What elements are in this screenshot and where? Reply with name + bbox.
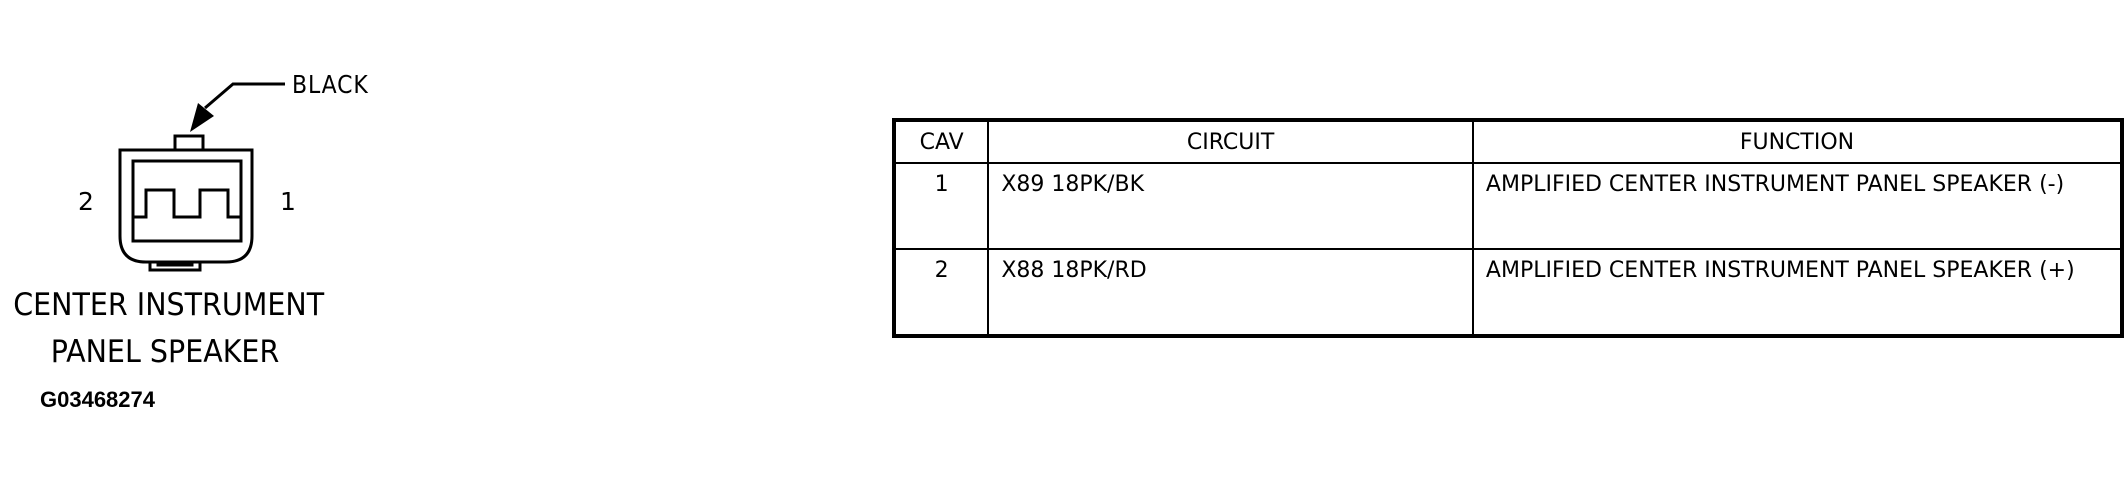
table-row: 2 X88 18PK/RD AMPLIFIED CENTER INSTRUMEN… — [892, 248, 2124, 337]
terminal-profile — [133, 188, 241, 219]
latch-tab — [173, 134, 205, 152]
cell-function: AMPLIFIED CENTER INSTRUMENT PANEL SPEAKE… — [1471, 162, 2124, 250]
header-function: FUNCTION — [1471, 119, 2124, 164]
connector-name: CENTER INSTRUMENT PANEL SPEAKER — [13, 282, 325, 376]
cell-cav: 1 — [892, 162, 990, 250]
pin-label-1: 1 — [280, 187, 296, 216]
connector-housing — [118, 148, 254, 264]
cell-function: AMPLIFIED CENTER INSTRUMENT PANEL SPEAKE… — [1471, 248, 2124, 337]
header-circuit: CIRCUIT — [987, 119, 1474, 164]
cell-cav: 2 — [892, 248, 990, 337]
connector-color-label: BLACK — [292, 70, 369, 99]
table-row: 1 X89 18PK/BK AMPLIFIED CENTER INSTRUMEN… — [892, 162, 2124, 250]
header-cav: CAV — [892, 119, 990, 164]
leader-line — [204, 82, 285, 110]
connector-inner-body — [131, 159, 243, 243]
cell-circuit: X88 18PK/RD — [987, 248, 1474, 337]
pinout-table: CAV CIRCUIT FUNCTION 1 X89 18PK/BK AMPLI… — [892, 118, 2124, 338]
bottom-clip — [148, 262, 202, 272]
table-header-row: CAV CIRCUIT FUNCTION — [892, 119, 2124, 164]
leader-arrowhead — [190, 103, 214, 132]
figure-id: G03468274 — [40, 387, 155, 412]
connector-name-line-2: PANEL SPEAKER — [50, 334, 280, 370]
connector-name-line-1: CENTER INSTRUMENT — [13, 287, 325, 323]
pin-label-2: 2 — [78, 187, 94, 216]
cell-circuit: X89 18PK/BK — [987, 162, 1474, 250]
